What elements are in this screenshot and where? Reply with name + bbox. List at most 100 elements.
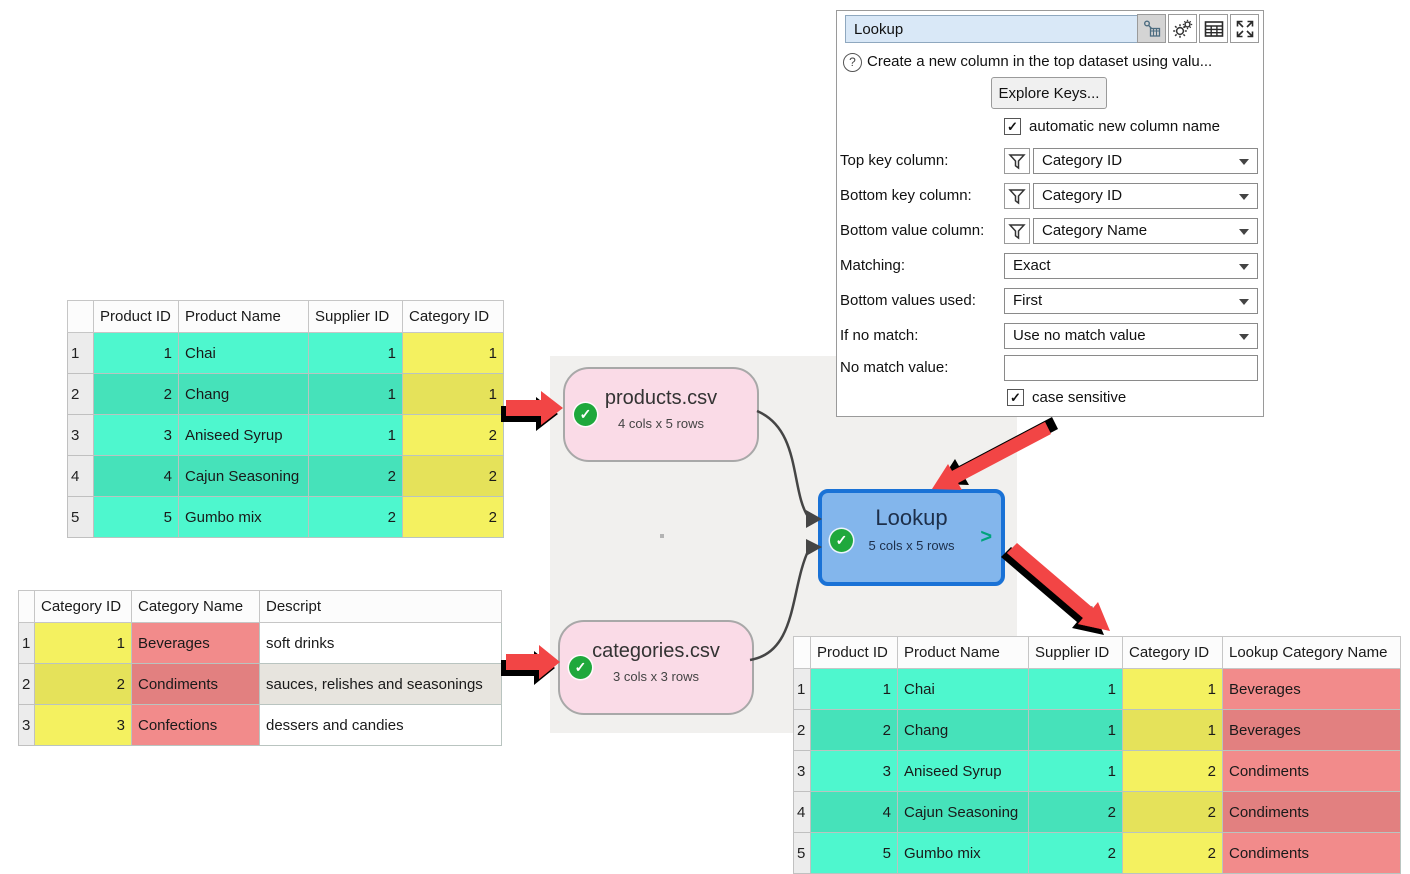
column-header[interactable]: Descript bbox=[259, 590, 502, 623]
cell[interactable]: 2 bbox=[308, 455, 403, 497]
cell[interactable]: Condiments bbox=[131, 663, 260, 705]
row-number[interactable]: 3 bbox=[18, 704, 35, 746]
cell[interactable]: Chang bbox=[178, 373, 309, 415]
cell[interactable]: Beverages bbox=[131, 622, 260, 664]
help-icon[interactable]: ? bbox=[843, 53, 862, 72]
products-node[interactable]: ✓ products.csv 4 cols x 5 rows bbox=[563, 367, 759, 462]
cell[interactable]: Chang bbox=[897, 709, 1029, 751]
cell[interactable]: 1 bbox=[34, 622, 132, 664]
cell[interactable]: sauces, relishes and seasonings bbox=[259, 663, 502, 705]
cell[interactable]: 2 bbox=[1122, 791, 1223, 833]
cell[interactable]: 2 bbox=[308, 496, 403, 538]
top-key-column-filter-button[interactable] bbox=[1004, 148, 1030, 174]
cell[interactable]: 2 bbox=[402, 414, 504, 456]
cell[interactable]: 2 bbox=[1028, 791, 1123, 833]
column-header[interactable]: Lookup Category Name bbox=[1222, 636, 1401, 669]
cell[interactable]: 2 bbox=[402, 455, 504, 497]
row-number[interactable]: 3 bbox=[793, 750, 811, 792]
bottom-values-used-select[interactable]: First bbox=[1004, 288, 1258, 314]
cell[interactable]: 1 bbox=[1122, 709, 1223, 751]
column-header[interactable]: Product Name bbox=[178, 300, 309, 333]
cell[interactable]: 1 bbox=[1122, 668, 1223, 710]
cell[interactable]: 2 bbox=[1122, 750, 1223, 792]
cell[interactable]: 1 bbox=[402, 373, 504, 415]
expand-icon[interactable] bbox=[1230, 14, 1259, 43]
cell[interactable]: 2 bbox=[1122, 832, 1223, 874]
column-header[interactable]: Supplier ID bbox=[1028, 636, 1123, 669]
bottom-key-column-select[interactable]: Category ID bbox=[1033, 183, 1258, 209]
cell[interactable]: 1 bbox=[1028, 750, 1123, 792]
cell[interactable]: 1 bbox=[1028, 709, 1123, 751]
cell[interactable]: 1 bbox=[308, 332, 403, 374]
cell[interactable]: Beverages bbox=[1222, 668, 1401, 710]
cell[interactable]: Condiments bbox=[1222, 750, 1401, 792]
bottom-key-column-filter-button[interactable] bbox=[1004, 183, 1030, 209]
column-header[interactable]: Category ID bbox=[34, 590, 132, 623]
cell[interactable]: Cajun Seasoning bbox=[897, 791, 1029, 833]
cell[interactable]: Aniseed Syrup bbox=[897, 750, 1029, 792]
node-grid-icon[interactable] bbox=[1137, 14, 1166, 43]
node-output-chevron[interactable]: > bbox=[980, 526, 992, 548]
column-header[interactable]: Supplier ID bbox=[308, 300, 403, 333]
column-header[interactable]: Category Name bbox=[131, 590, 260, 623]
cell[interactable]: 3 bbox=[93, 414, 179, 456]
cell[interactable]: Beverages bbox=[1222, 709, 1401, 751]
row-number[interactable]: 2 bbox=[67, 373, 94, 415]
table-icon[interactable] bbox=[1199, 14, 1228, 43]
cell[interactable]: 2 bbox=[1028, 832, 1123, 874]
cell[interactable]: Confections bbox=[131, 704, 260, 746]
cell[interactable]: 4 bbox=[810, 791, 898, 833]
cell[interactable]: dessers and candies bbox=[259, 704, 502, 746]
no-match-value-input[interactable] bbox=[1004, 355, 1258, 381]
row-number[interactable]: 1 bbox=[793, 668, 811, 710]
cell[interactable]: Chai bbox=[897, 668, 1029, 710]
cell[interactable]: 1 bbox=[308, 414, 403, 456]
explore-keys-button[interactable]: Explore Keys... bbox=[991, 77, 1107, 109]
cell[interactable]: 3 bbox=[34, 704, 132, 746]
bottom-value-column-filter-button[interactable] bbox=[1004, 218, 1030, 244]
column-header[interactable]: Product Name bbox=[897, 636, 1029, 669]
cell[interactable]: 4 bbox=[93, 455, 179, 497]
cell[interactable]: 1 bbox=[93, 332, 179, 374]
if-no-match-select[interactable]: Use no match value bbox=[1004, 323, 1258, 349]
row-number[interactable]: 5 bbox=[67, 496, 94, 538]
column-header[interactable]: Product ID bbox=[93, 300, 179, 333]
cell[interactable]: Chai bbox=[178, 332, 309, 374]
cell[interactable]: 2 bbox=[810, 709, 898, 751]
bottom-value-column-select[interactable]: Category Name bbox=[1033, 218, 1258, 244]
row-number[interactable]: 5 bbox=[793, 832, 811, 874]
cell[interactable]: 1 bbox=[308, 373, 403, 415]
categories-node[interactable]: ✓ categories.csv 3 cols x 3 rows bbox=[558, 620, 754, 715]
cell[interactable]: 2 bbox=[402, 496, 504, 538]
lookup-node[interactable]: ✓ Lookup 5 cols x 5 rows > bbox=[818, 489, 1005, 586]
cell[interactable]: Condiments bbox=[1222, 832, 1401, 874]
matching-select[interactable]: Exact bbox=[1004, 253, 1258, 279]
column-header[interactable]: Category ID bbox=[402, 300, 504, 333]
cell[interactable]: Aniseed Syrup bbox=[178, 414, 309, 456]
cell[interactable]: 1 bbox=[810, 668, 898, 710]
row-number[interactable]: 2 bbox=[18, 663, 35, 705]
case-sensitive-checkbox[interactable]: ✓ bbox=[1007, 389, 1024, 406]
cell[interactable]: 1 bbox=[402, 332, 504, 374]
row-number[interactable]: 4 bbox=[793, 791, 811, 833]
cell[interactable]: Gumbo mix bbox=[178, 496, 309, 538]
cell[interactable]: 5 bbox=[93, 496, 179, 538]
row-number[interactable]: 1 bbox=[18, 622, 35, 664]
cell[interactable]: Cajun Seasoning bbox=[178, 455, 309, 497]
column-header[interactable]: Category ID bbox=[1122, 636, 1223, 669]
row-number[interactable]: 1 bbox=[67, 332, 94, 374]
cell[interactable]: 2 bbox=[93, 373, 179, 415]
cell[interactable]: 5 bbox=[810, 832, 898, 874]
transform-name-input[interactable] bbox=[845, 15, 1150, 43]
cell[interactable]: Condiments bbox=[1222, 791, 1401, 833]
cell[interactable]: 2 bbox=[34, 663, 132, 705]
row-number[interactable]: 2 bbox=[793, 709, 811, 751]
cell[interactable]: Gumbo mix bbox=[897, 832, 1029, 874]
gears-icon[interactable] bbox=[1168, 14, 1197, 43]
row-number[interactable]: 3 bbox=[67, 414, 94, 456]
automatic-new-column-name-checkbox[interactable]: ✓ bbox=[1004, 118, 1021, 135]
top-key-column-select[interactable]: Category ID bbox=[1033, 148, 1258, 174]
cell[interactable]: 3 bbox=[810, 750, 898, 792]
row-number[interactable]: 4 bbox=[67, 455, 94, 497]
cell[interactable]: soft drinks bbox=[259, 622, 502, 664]
